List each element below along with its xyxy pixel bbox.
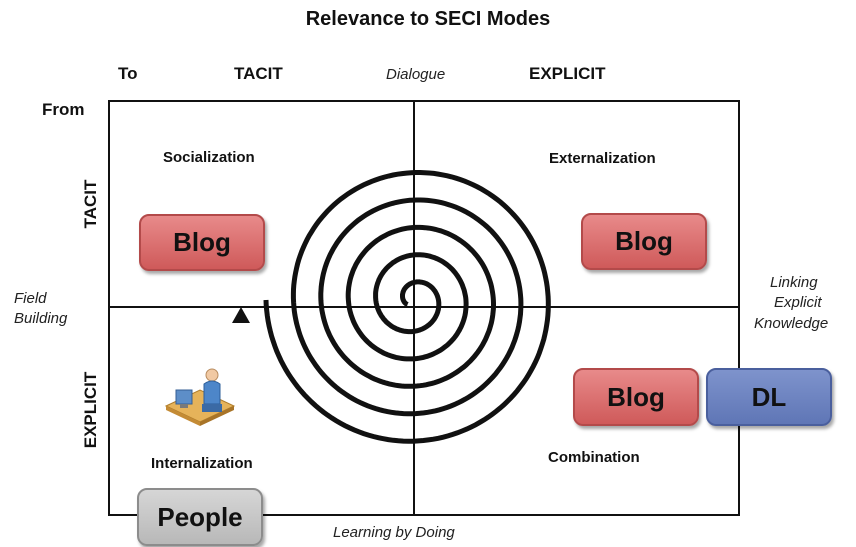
linking-label-line2: Explicit	[774, 294, 822, 311]
explicit-column-header: EXPLICIT	[529, 64, 606, 83]
learning-by-doing-label: Learning by Doing	[333, 524, 455, 541]
from-label: From	[42, 100, 85, 119]
to-label: To	[118, 64, 138, 83]
combination-label: Combination	[548, 449, 640, 466]
internalization-label: Internalization	[151, 455, 253, 472]
blog-box-externalization: Blog	[581, 213, 707, 270]
externalization-label: Externalization	[549, 150, 656, 167]
person-at-computer-icon	[164, 368, 236, 426]
diagram-title: Relevance to SECI Modes	[305, 8, 551, 30]
people-box: People	[137, 488, 263, 546]
field-building-label-line1: Field	[14, 290, 47, 307]
dl-box: DL	[706, 368, 832, 426]
blog-box-combination: Blog	[573, 368, 699, 426]
socialization-label: Socialization	[163, 149, 255, 166]
linking-label-line1: Linking	[770, 274, 818, 291]
spiral-arrow-icon	[232, 170, 551, 444]
field-building-label-line2: Building	[14, 310, 68, 327]
blog-box-socialization: Blog	[139, 214, 265, 271]
dialogue-label: Dialogue	[386, 66, 446, 83]
linking-label-line3: Knowledge	[754, 315, 829, 332]
tacit-column-header: TACIT	[234, 64, 283, 83]
